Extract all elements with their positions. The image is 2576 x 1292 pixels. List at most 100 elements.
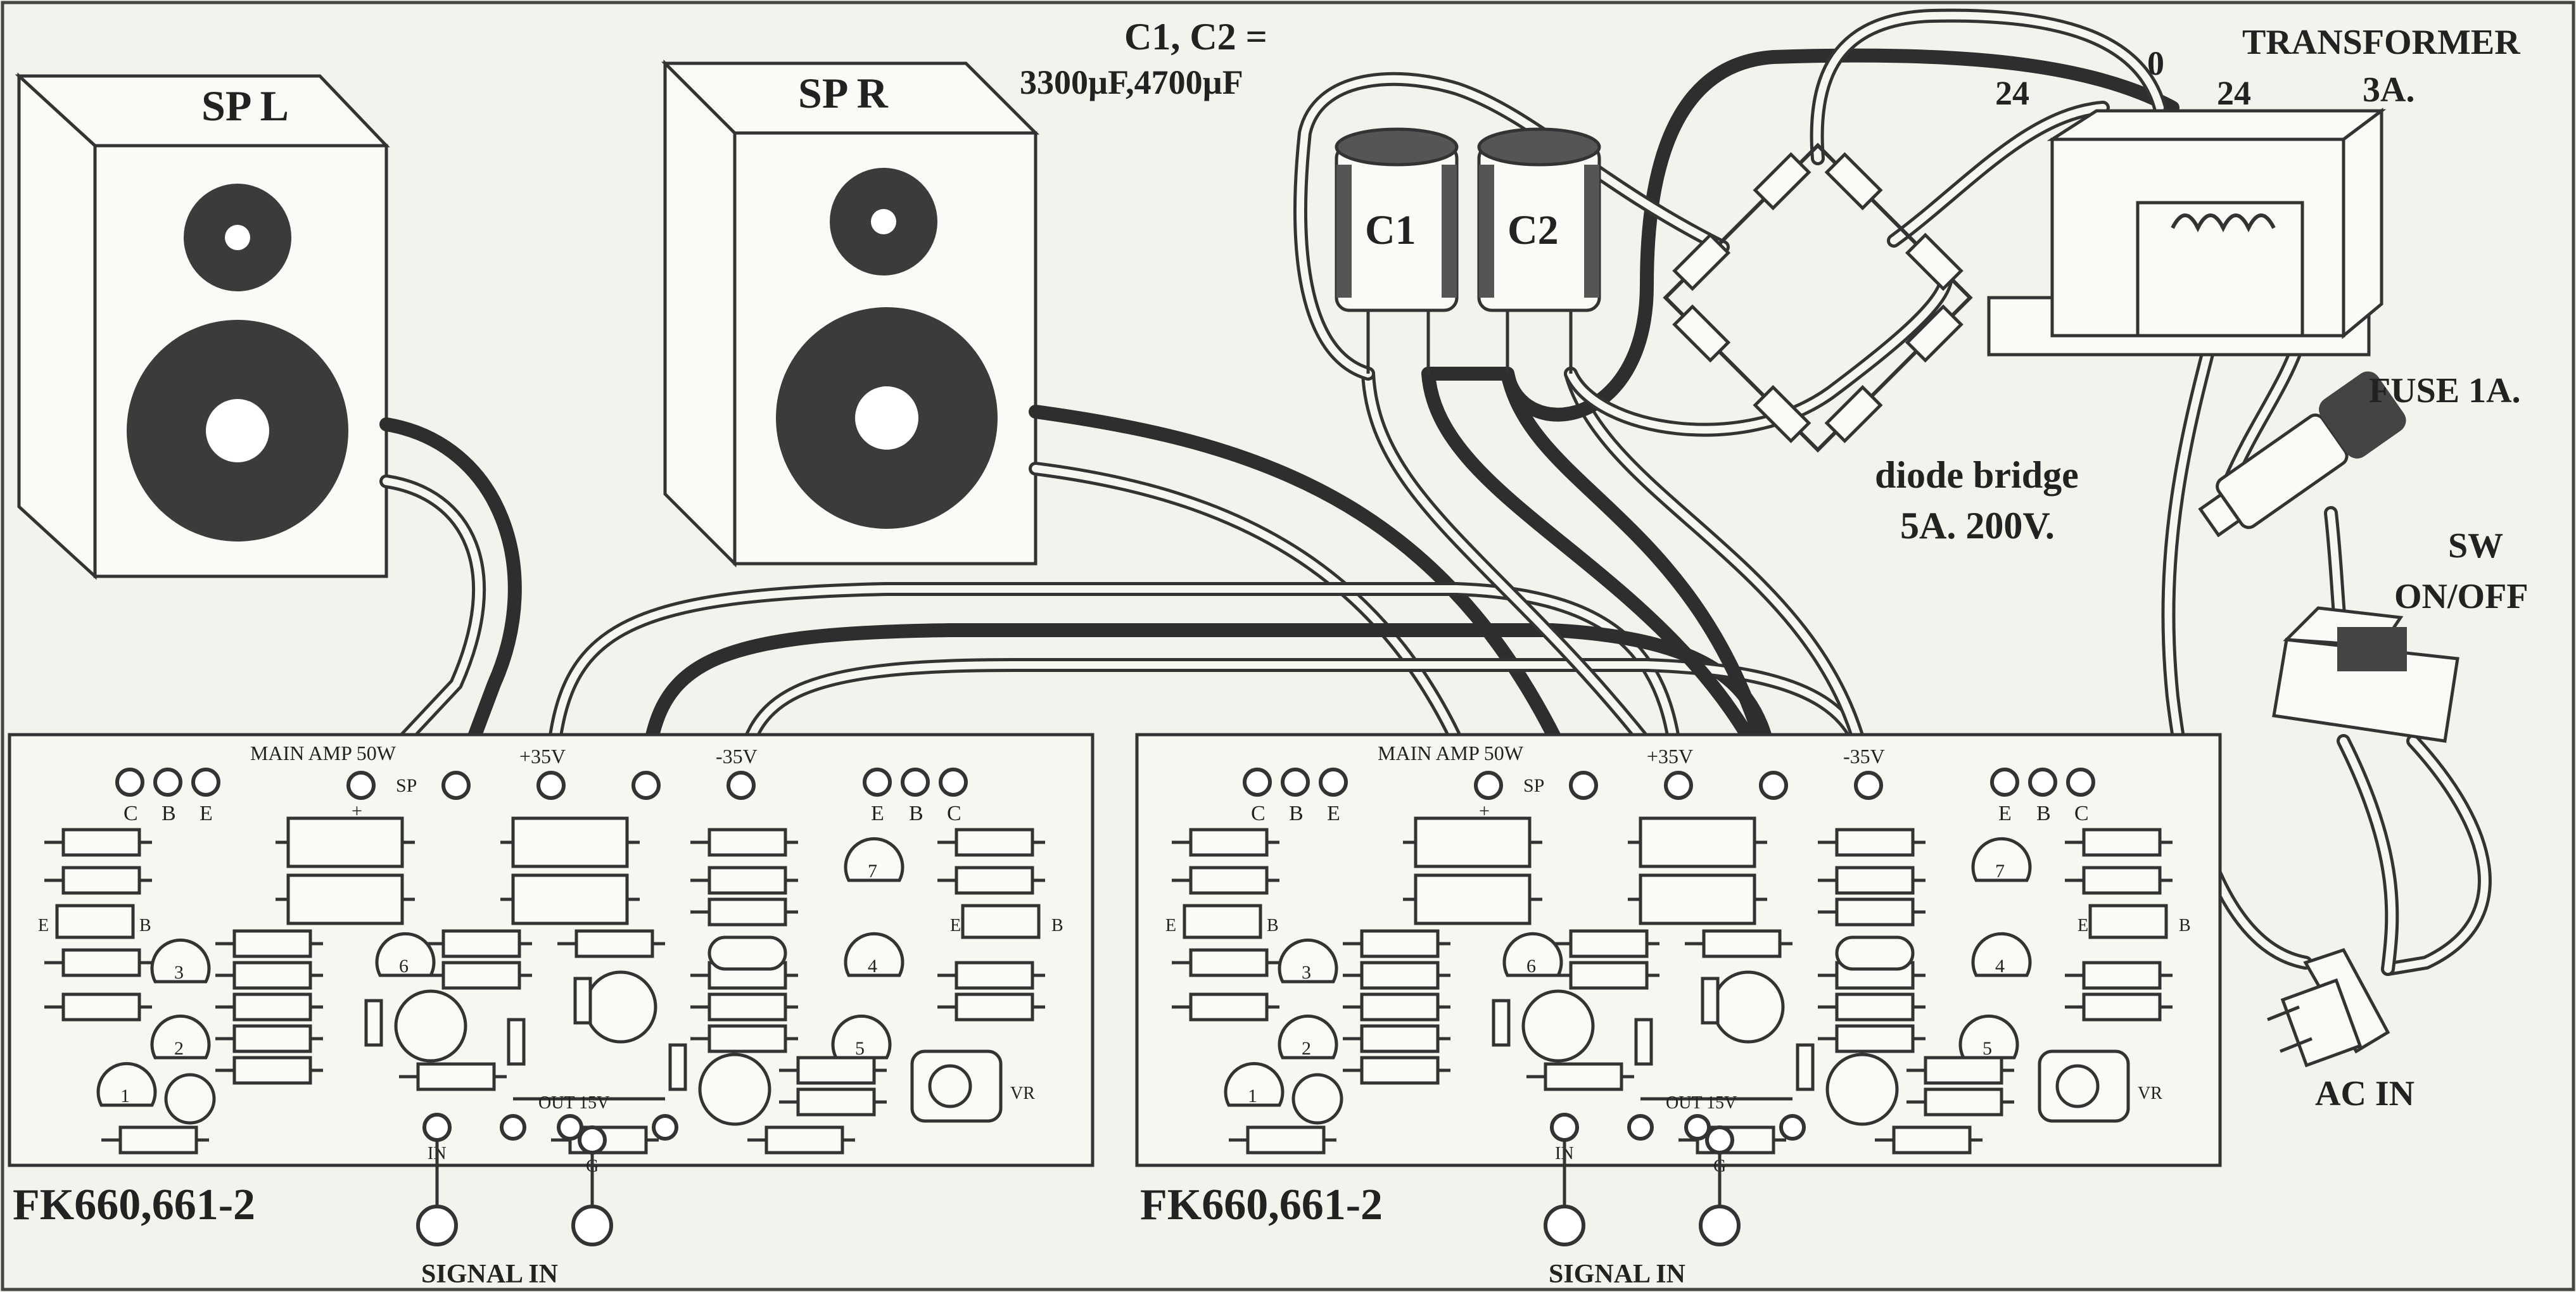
speaker-terminal-label: SP (1523, 775, 1544, 796)
transistor (150, 1014, 211, 1060)
small-component (507, 1018, 526, 1066)
ground-pad (1705, 1125, 1734, 1155)
resistor (961, 904, 1041, 939)
transistor-pin-label: E (1998, 802, 2012, 825)
component-number: 5 (1983, 1038, 1992, 1059)
transistor-pad (2028, 768, 2057, 797)
capacitor-c2: C2 (1477, 127, 1601, 374)
capacitor (707, 935, 787, 971)
resistor (2082, 961, 2162, 990)
small-component (1701, 977, 1720, 1025)
switch-label-line1: SW (2448, 526, 2503, 566)
transistor-pad (1990, 768, 2019, 797)
transformer-rating: 3A. (2363, 70, 2414, 110)
side-label-e: E (1165, 916, 1176, 935)
component-number: 3 (1302, 962, 1311, 983)
transformer-tap-left: 24 (1995, 74, 2029, 112)
resistor (1835, 866, 1915, 895)
resistor (1835, 992, 1915, 1022)
resistor (1702, 929, 1782, 958)
transistor (375, 932, 436, 977)
in-pad (1550, 1113, 1579, 1142)
resistor (2082, 992, 2162, 1022)
transistor-pad (1281, 768, 1310, 797)
speaker-left: SP L (15, 72, 390, 580)
resistor (1183, 904, 1262, 939)
resistor (1360, 1056, 1440, 1085)
board-model-label: FK660,661-2 (13, 1181, 255, 1229)
transistor (1291, 1073, 1343, 1125)
speaker-right-label: SP R (798, 69, 889, 117)
resistor (55, 904, 135, 939)
resistor (1924, 1087, 2003, 1117)
resistor (955, 866, 1034, 895)
resistor (1189, 992, 1269, 1022)
transistor-pad (901, 768, 930, 797)
transistor-pin-label: E (200, 802, 213, 825)
resistor (232, 929, 312, 958)
resistor (574, 929, 654, 958)
wire-pad (726, 771, 756, 800)
resistor (955, 992, 1034, 1022)
capacitor-spec-line1: C1, C2 = (1124, 16, 1267, 58)
transistor-pin-label: E (1327, 802, 1340, 825)
transistor-pad (1243, 768, 1272, 797)
transistor-pin-label: B (2036, 802, 2051, 825)
small-component (364, 999, 383, 1047)
resistor (2088, 904, 2168, 939)
wire-pad (1759, 771, 1788, 800)
power-resistor (511, 816, 629, 868)
resistor (232, 1024, 312, 1053)
ground-pad (578, 1125, 607, 1155)
resistor (1360, 929, 1440, 958)
capacitor-spec-line2: 3300µF,4700µF (1020, 63, 1243, 101)
power-resistor (286, 816, 404, 868)
trimmer-label: VR (1010, 1084, 1035, 1103)
capacitor-c1: C1 (1335, 127, 1459, 374)
resistor (1544, 1062, 1623, 1091)
resistor (707, 866, 787, 895)
electrolytic-capacitor (394, 989, 467, 1063)
diode-bridge-label-line1: diode bridge (1875, 454, 2079, 496)
resistor (232, 961, 312, 990)
power-resistor (1639, 816, 1756, 868)
transistor-pad (153, 768, 182, 797)
wire-pad (1854, 771, 1883, 800)
resistor (707, 828, 787, 857)
resistor (1569, 961, 1649, 990)
resistor (1924, 1056, 2003, 1085)
signal-ground-pin (1699, 1205, 1741, 1246)
resistor (441, 929, 521, 958)
side-label-b: B (139, 916, 151, 935)
transistor (164, 1073, 216, 1125)
speaker-left-label: SP L (201, 82, 289, 130)
transistor (844, 837, 904, 882)
small-component (1634, 1018, 1653, 1066)
in-pad (422, 1113, 452, 1142)
speaker-right: SP R (661, 59, 1040, 568)
trimmer-label: VR (2138, 1084, 2162, 1103)
transistor-pin-label: C (124, 802, 138, 825)
resistor (1360, 1024, 1440, 1053)
wiring (354, 8, 2492, 976)
transistor (1278, 938, 1338, 984)
transistor-pin-label: C (947, 802, 961, 825)
diode-bridge: diode bridge 5A. 200V. (1663, 142, 2079, 547)
transistor-pad (191, 768, 220, 797)
transistor (831, 1014, 892, 1060)
plus-sign: + (1479, 801, 1490, 821)
power-resistor (286, 873, 404, 925)
resistor (232, 992, 312, 1022)
transistor (150, 938, 211, 984)
component-number: 2 (1302, 1038, 1311, 1059)
component-number: 1 (120, 1086, 130, 1106)
transistor-pin-label: B (909, 802, 923, 825)
fuse: FUSE 1A. (2198, 371, 2521, 538)
resistor (1360, 961, 1440, 990)
transformer-title: TRANSFORMER (2242, 23, 2520, 62)
signal-in-pin (416, 1205, 458, 1246)
resistor (1189, 948, 1269, 977)
power-resistor (1639, 873, 1756, 925)
transistor-pad (1319, 768, 1348, 797)
